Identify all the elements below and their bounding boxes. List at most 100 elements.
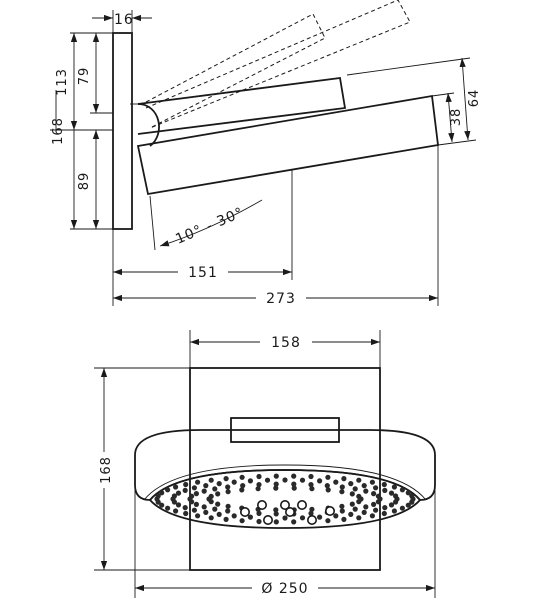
nozzle <box>215 501 221 507</box>
nozzle <box>291 481 297 487</box>
nozzle <box>189 493 195 499</box>
nozzle <box>191 507 197 513</box>
front-view: 158 168 Ø 250 <box>94 330 436 598</box>
nozzle <box>273 507 279 513</box>
nozzle <box>240 483 246 489</box>
nozzle <box>391 508 397 514</box>
dim-plate-height-front: 168 <box>94 367 190 571</box>
dim-axis-to-bottom: 89 <box>70 130 100 229</box>
nozzle <box>333 513 339 519</box>
dim-top-to-axis: 79 <box>77 33 113 114</box>
dim-plate-width: 158 <box>189 330 381 368</box>
dim-head-offset: 38 <box>431 92 464 143</box>
nozzle <box>225 489 231 495</box>
nozzle <box>203 509 209 515</box>
nozzle <box>349 501 355 507</box>
nozzle-large <box>284 506 295 517</box>
nozzle <box>405 490 411 496</box>
nozzle <box>399 505 405 511</box>
dim-113-label: 113 <box>55 68 70 96</box>
nozzle <box>256 518 262 525</box>
nozzle <box>341 516 347 523</box>
nozzle <box>363 488 369 494</box>
nozzle <box>348 511 354 517</box>
nozzle <box>256 510 262 516</box>
shower-head-front <box>134 429 436 529</box>
nozzle <box>325 518 331 524</box>
nozzle <box>308 473 314 480</box>
nozzle <box>193 491 199 497</box>
dim-168-label-side: 168 <box>51 117 66 145</box>
nozzle <box>159 502 165 508</box>
nozzle <box>201 488 207 494</box>
nozzle <box>193 501 199 507</box>
dim-tilt-label: 10° - 30° <box>173 205 246 248</box>
nozzle <box>352 506 358 512</box>
nozzle <box>317 514 323 520</box>
nozzle <box>183 510 189 517</box>
nozzle <box>216 481 222 487</box>
nozzle <box>309 486 315 492</box>
nozzle <box>393 499 399 505</box>
dim-total-projection: 273 <box>113 145 439 307</box>
spray-nozzles <box>154 473 416 525</box>
dim-head-height: 64 <box>346 57 482 146</box>
wall-plate <box>112 32 133 230</box>
nozzle <box>299 515 306 521</box>
nozzle <box>373 485 379 491</box>
dim-top-total: 113 <box>55 33 78 130</box>
nozzle <box>348 481 354 487</box>
nozzle <box>225 484 231 490</box>
nozzle <box>393 493 399 499</box>
dim-64-label: 64 <box>467 89 482 108</box>
nozzle <box>373 507 379 513</box>
dim-plate-height-side: 168 <box>51 90 66 145</box>
nozzle <box>299 477 306 483</box>
nozzle <box>223 476 229 482</box>
nozzle <box>369 479 375 485</box>
nozzle-large <box>296 499 307 510</box>
nozzle <box>247 514 253 520</box>
nozzle <box>339 503 345 509</box>
nozzle <box>291 519 297 525</box>
nozzle <box>371 491 377 497</box>
nozzle <box>256 473 262 480</box>
nozzle <box>282 477 288 483</box>
nozzle <box>356 499 362 505</box>
nozzle <box>317 478 323 484</box>
dim-head-diameter: Ø 250 <box>134 485 436 598</box>
dim-168-label-front: 168 <box>99 456 114 484</box>
dim-151-label: 151 <box>188 265 218 281</box>
nozzle <box>223 516 229 523</box>
nozzle <box>195 513 201 519</box>
nozzle <box>382 487 388 493</box>
nozzle <box>231 479 237 485</box>
nozzle <box>308 482 314 488</box>
nozzle-large <box>262 514 273 525</box>
nozzle <box>264 477 271 483</box>
nozzle <box>381 481 387 488</box>
nozzle <box>191 485 197 491</box>
nozzle <box>388 502 395 508</box>
nozzle <box>247 478 253 484</box>
nozzle <box>208 515 214 521</box>
nozzle <box>216 511 222 517</box>
nozzle <box>325 487 331 493</box>
nozzle <box>356 477 362 483</box>
dim-16-label: 16 <box>114 12 134 28</box>
nozzle <box>239 487 245 493</box>
nozzle <box>361 483 367 489</box>
side-view: 16 113 79 168 89 <box>50 0 482 307</box>
nozzle <box>208 477 214 483</box>
dim-arm-length: 151 <box>112 170 293 306</box>
nozzle <box>391 484 397 490</box>
nozzle <box>325 474 331 480</box>
nozzle <box>352 486 358 492</box>
nozzle <box>381 510 387 517</box>
nozzle <box>225 503 231 509</box>
nozzle <box>165 505 171 511</box>
dim-wall-plate-thickness: 16 <box>92 10 152 33</box>
nozzle <box>255 486 261 492</box>
nozzle <box>273 481 279 487</box>
